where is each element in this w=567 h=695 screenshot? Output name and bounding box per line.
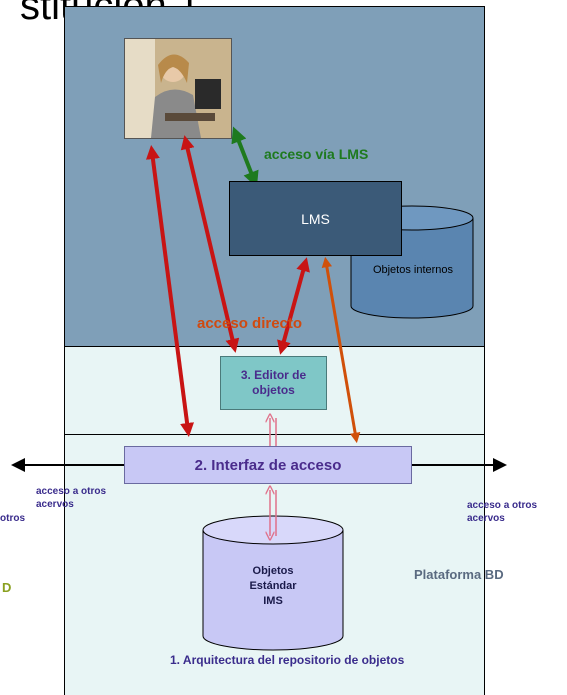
- editor-label-line1: 3. Editor de: [240, 368, 307, 382]
- other-right-line1: acceso a otros: [467, 500, 538, 511]
- standard-objects-label: Objetos Estándar IMS: [203, 564, 343, 609]
- direct-access-arrow-2: [180, 135, 240, 353]
- other-collections-right-label: acceso a otros acervos: [467, 500, 537, 525]
- editor-label-line2: objetos: [252, 383, 295, 397]
- lms-interface-arrow: [321, 256, 361, 444]
- other-collections-left-label: acceso a otros acervos: [36, 486, 106, 511]
- other-right-line2: acervos: [467, 512, 505, 524]
- lms-access-label: acceso vía LMS: [264, 146, 369, 162]
- access-interface-box: 2. Interfaz de acceso: [124, 446, 412, 484]
- lms-label: LMS: [301, 210, 330, 227]
- other-collections-fragment: otros: [0, 513, 25, 524]
- user-photo: [124, 38, 232, 139]
- other-left-line1: acceso a otros: [36, 486, 107, 497]
- repository-label: 1. Arquitectura del repositorio de objet…: [170, 653, 405, 667]
- interface-repository-arrow: [270, 490, 277, 536]
- internal-objects-label: Objetos internos: [372, 264, 454, 276]
- object-editor-box: 3. Editor de objetos: [220, 356, 327, 410]
- standard-line2: Estándar: [249, 579, 297, 592]
- standard-line1: Objetos: [252, 565, 294, 577]
- lms-box: LMS: [229, 181, 402, 256]
- platform-label: Plataforma BD: [414, 567, 504, 582]
- direct-access-label: acceso directo: [197, 315, 303, 332]
- other-left-line2: acervos: [36, 498, 74, 510]
- person-at-computer-icon: [125, 39, 231, 138]
- standard-line3: IMS: [263, 594, 283, 607]
- direct-access-arrow-3: [277, 257, 310, 355]
- interface-label: 2. Interfaz de acceso: [194, 456, 342, 474]
- lms-access-arrow: [231, 126, 259, 188]
- platform-fragment-label: D: [2, 580, 12, 595]
- direct-access-arrow-1: [145, 145, 195, 437]
